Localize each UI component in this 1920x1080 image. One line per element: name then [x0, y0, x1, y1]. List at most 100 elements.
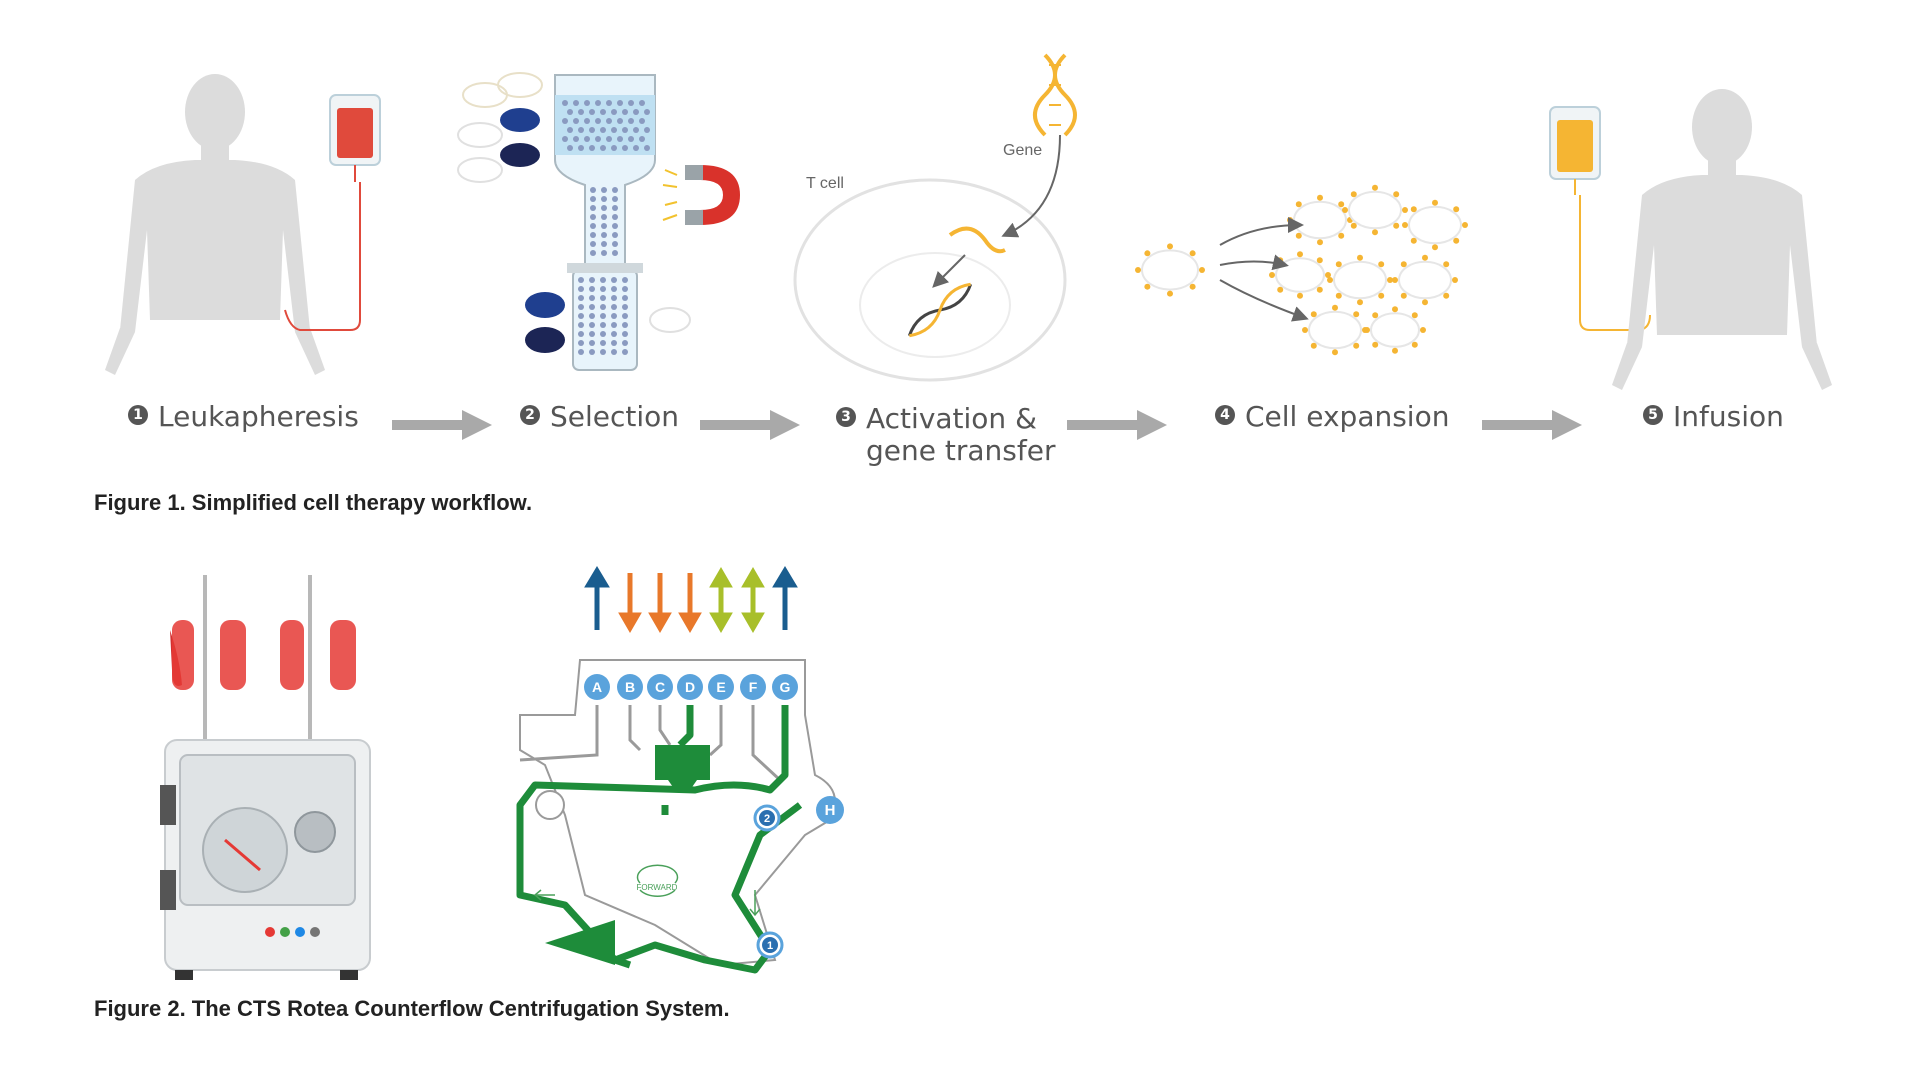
cell-dot [567, 127, 573, 133]
cell-dot [600, 145, 606, 151]
receptor-dot [1443, 261, 1450, 268]
cell-dot [611, 295, 617, 301]
arrow-bidir-port-e [709, 567, 733, 633]
cell-dot [595, 136, 601, 142]
flow-arrow-3 [1067, 410, 1167, 440]
cell-dot [573, 118, 579, 124]
bag-rods [203, 575, 312, 740]
receptor-dot [1387, 277, 1393, 283]
gene-arrow [1001, 134, 1061, 238]
cell-dot [600, 277, 606, 283]
selection-column [554, 74, 656, 371]
cell-dot [622, 313, 628, 319]
cell-dot [578, 331, 584, 337]
expansion-arrow-top [1219, 217, 1304, 246]
receptor-dot [1310, 311, 1317, 318]
tcell-membrane [793, 178, 1067, 382]
receptor-dot [1420, 327, 1426, 333]
receptor-dot [1357, 254, 1363, 261]
receptor-dot [1378, 292, 1385, 299]
cell-dot [606, 100, 612, 106]
receptor-dot [1335, 292, 1342, 299]
receptor-dot [1310, 342, 1317, 349]
port-a-label: A [592, 679, 602, 695]
receptor-dot [1392, 306, 1398, 313]
collection-chamber [655, 745, 710, 790]
receptor-dot [1342, 207, 1348, 213]
cell-dot [601, 241, 607, 247]
cell-dot [601, 205, 607, 211]
cell-dot [589, 145, 595, 151]
arrow-up-port-g [772, 566, 798, 630]
cell-dot [611, 313, 617, 319]
cell-dot [600, 127, 606, 133]
port-b-label: B [625, 679, 635, 695]
step-1-text: Leukapheresis [158, 400, 359, 433]
flow-arrow-2 [700, 410, 800, 440]
leukapheresis-illustration [105, 74, 381, 375]
cell-dot [601, 250, 607, 256]
cell-dot [606, 136, 612, 142]
port-f-label: F [749, 679, 758, 695]
port-e-circle [708, 674, 734, 700]
cell-dot [573, 100, 579, 106]
receptor-dot [1135, 267, 1141, 273]
receptor-dot [1332, 304, 1338, 311]
cell-dot [612, 196, 618, 202]
step-4-text: Cell expansion [1245, 400, 1450, 433]
cell-dot [589, 340, 595, 346]
step-5-text: Infusion [1673, 400, 1784, 433]
receptor-dot [1327, 277, 1333, 283]
receptor-dot [1338, 201, 1345, 208]
receptor-dot [1411, 312, 1418, 319]
port-d-circle [677, 674, 703, 700]
receptor-dot [1393, 191, 1400, 198]
receptor-dot [1372, 184, 1378, 191]
port-arrows [584, 566, 798, 633]
receptor-dot [1392, 277, 1398, 283]
expanded-cell [1370, 312, 1420, 348]
port-a-circle [584, 674, 610, 700]
cell-dot [589, 331, 595, 337]
expanded-cell [1333, 260, 1387, 300]
cell-dot [590, 250, 596, 256]
cell-dot [589, 349, 595, 355]
receptor-dot [1357, 299, 1363, 306]
receptor-dot [1269, 272, 1275, 278]
tcell-label: T cell [806, 175, 844, 192]
cell-dot [617, 100, 623, 106]
human-silhouette-left [105, 74, 325, 375]
cell-dot [611, 331, 617, 337]
cell-dot [578, 349, 584, 355]
receptor-dot [1295, 232, 1302, 239]
cell-dot [617, 136, 623, 142]
expansion-arrow-bottom [1219, 279, 1309, 322]
cell-dot [590, 232, 596, 238]
cell-dot [578, 304, 584, 310]
cell-dot [644, 109, 650, 115]
cell-dot [578, 109, 584, 115]
port-c-label: C [655, 679, 665, 695]
left-direction-arrow [533, 889, 555, 901]
cell-dot [562, 100, 568, 106]
cell-dot [612, 187, 618, 193]
cell-dot [611, 304, 617, 310]
cell-dot [600, 304, 606, 310]
arrow-down-port-c [648, 573, 672, 633]
receptor-dot [1402, 222, 1408, 228]
port-e-label: E [716, 679, 725, 695]
receptor-dot [1411, 341, 1418, 348]
cell-dot [600, 322, 606, 328]
cell-dot [611, 109, 617, 115]
cell-dot [600, 331, 606, 337]
receptor-dot [1167, 243, 1173, 250]
nucleus-dna-icon [907, 282, 973, 338]
receptor-dot [1316, 257, 1323, 264]
receptor-dot [1338, 232, 1345, 239]
expanded-cell [1398, 260, 1452, 300]
receptor-dot [1410, 206, 1417, 213]
receptor-dot [1400, 292, 1407, 299]
receptor-dot [1452, 277, 1458, 283]
flow-arrow-4 [1482, 410, 1582, 440]
